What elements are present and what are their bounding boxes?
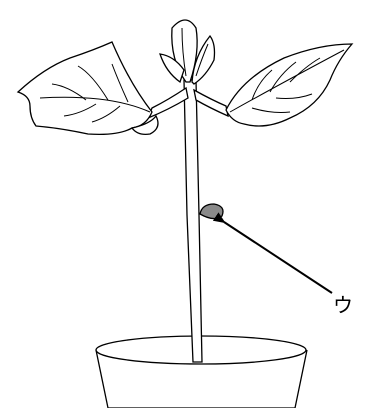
- left-leaf-blade: [18, 42, 152, 134]
- pointer-arrow: [224, 222, 332, 293]
- marked-node-shape: [200, 204, 223, 219]
- left-petiole: [148, 88, 188, 118]
- label-u: ウ: [333, 293, 353, 317]
- right-leaf: [194, 44, 352, 126]
- main-stem: [184, 80, 202, 362]
- stem: [184, 80, 202, 362]
- top-bud: [160, 20, 215, 84]
- right-petiole: [194, 90, 228, 116]
- marked-node: [200, 204, 223, 219]
